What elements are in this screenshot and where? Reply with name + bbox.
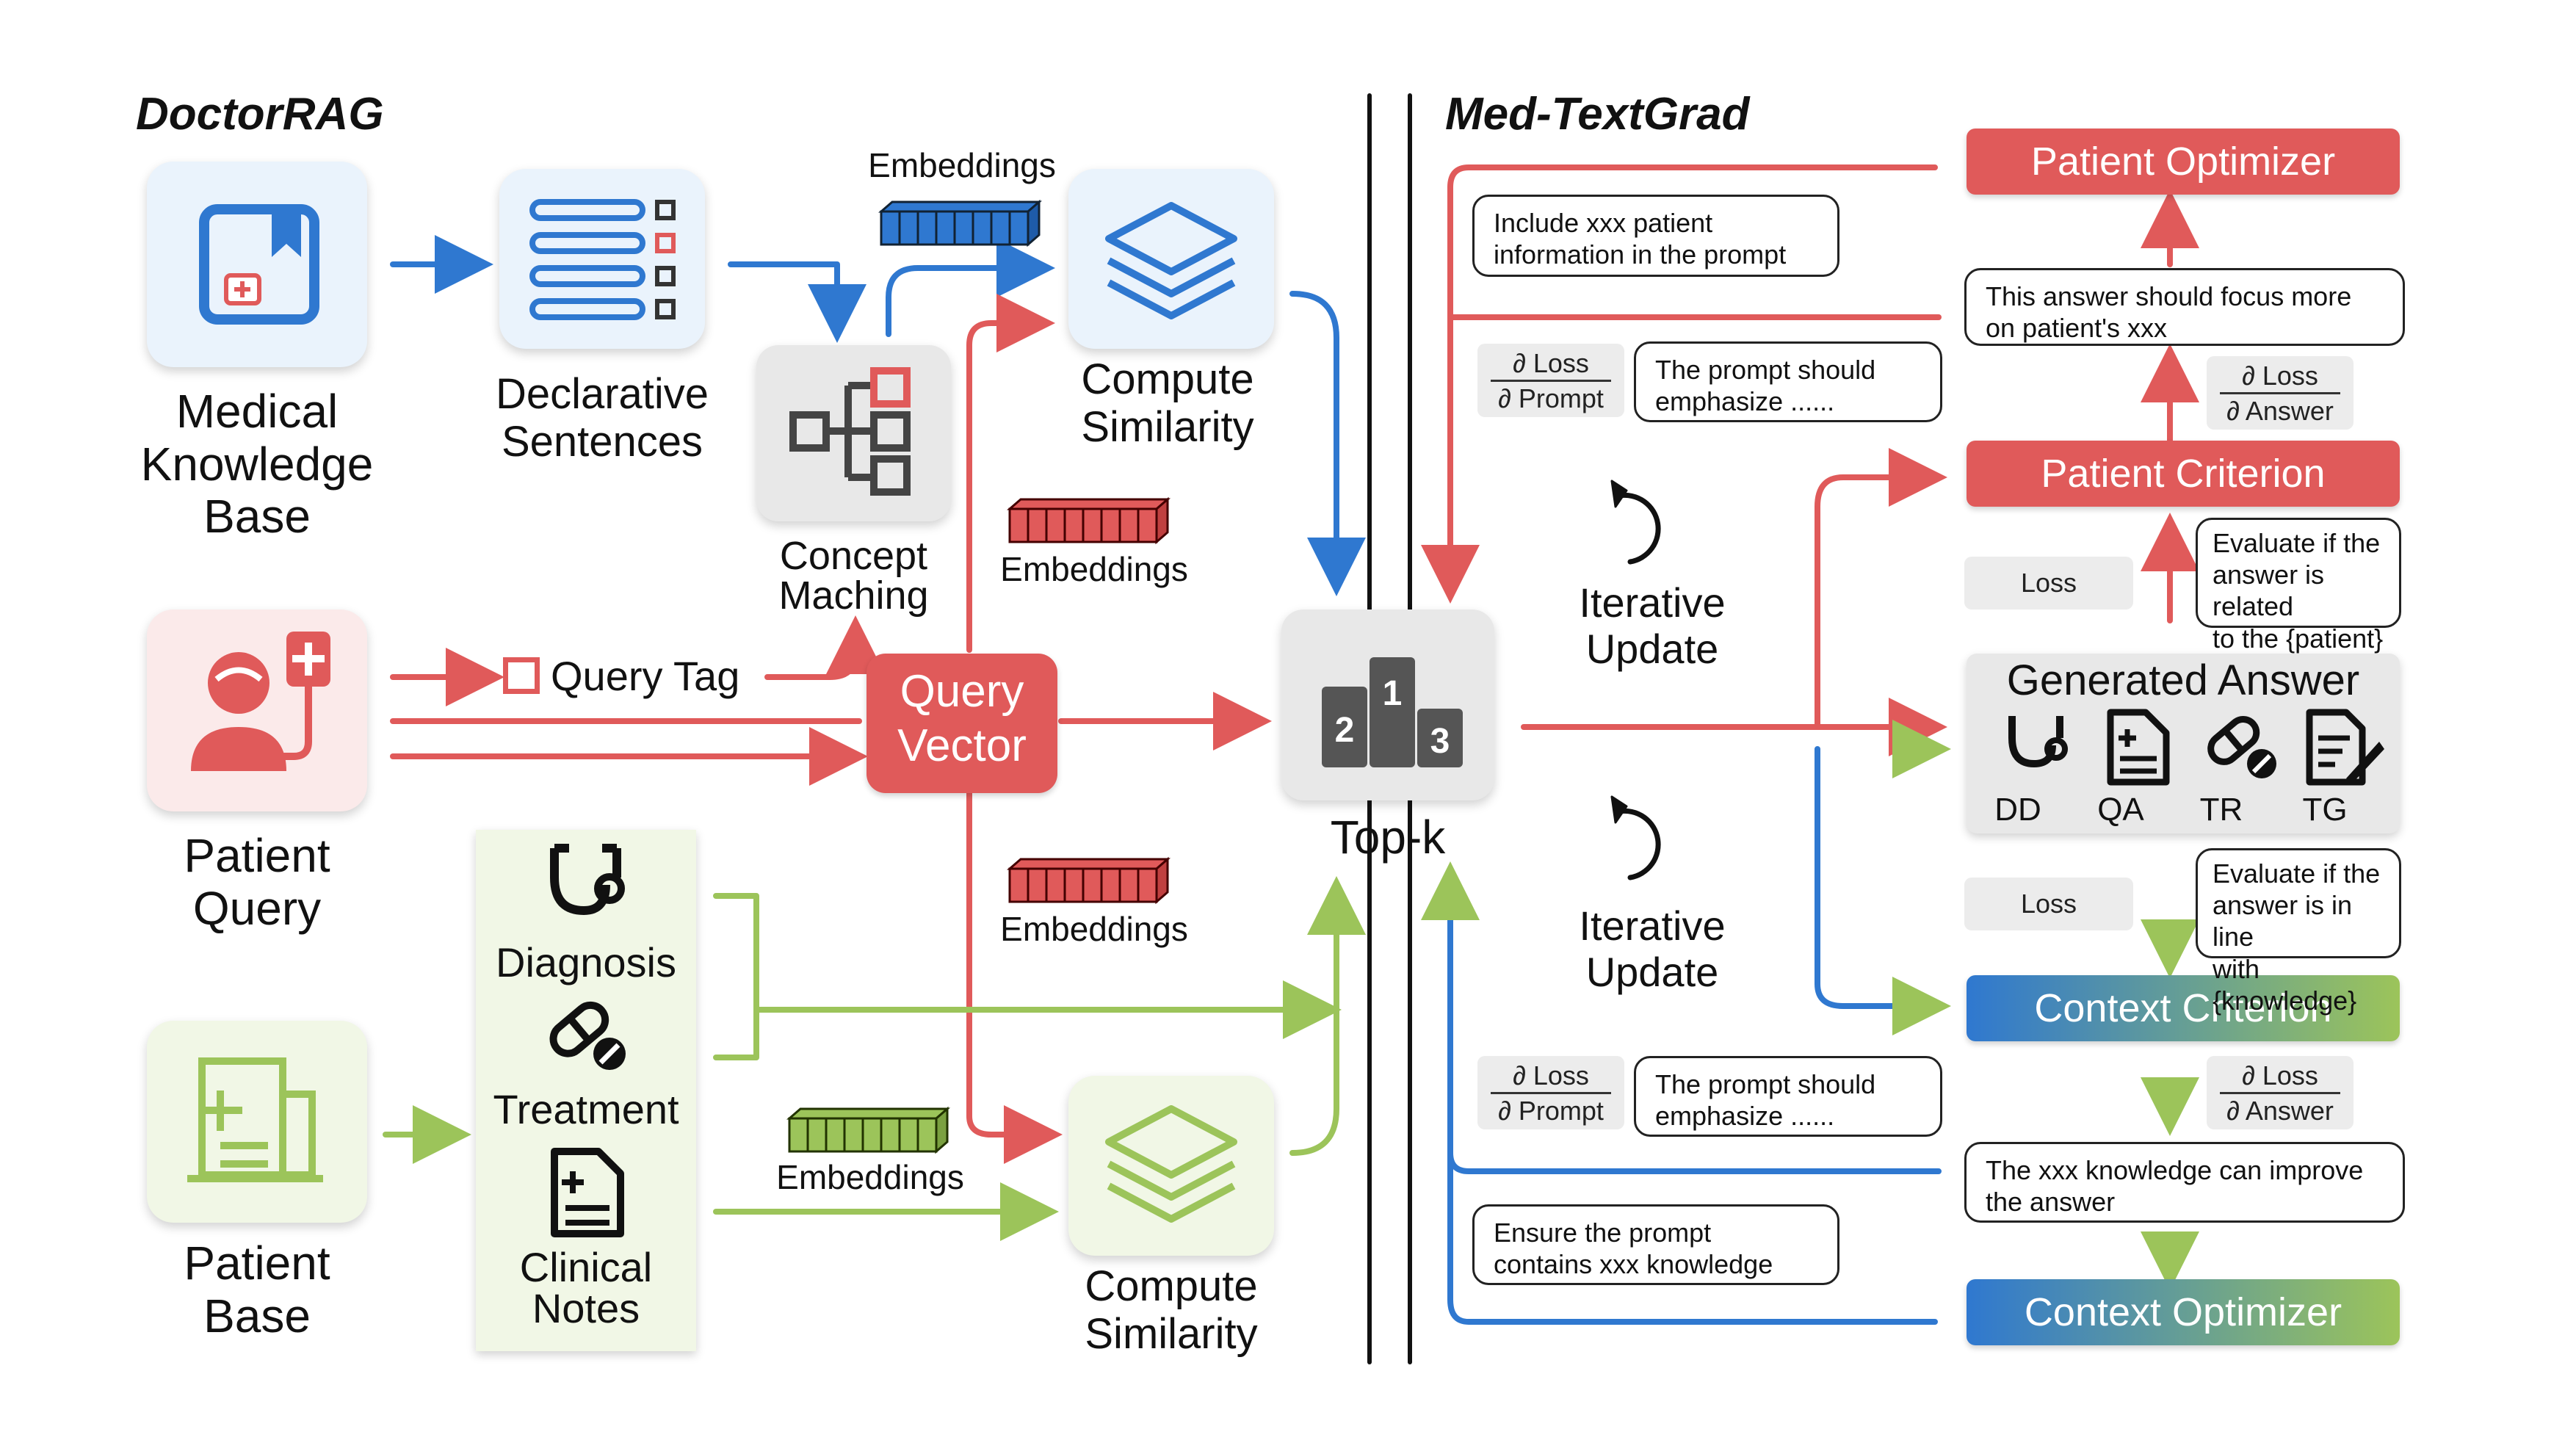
stethoscope-icon xyxy=(550,844,625,916)
arrow-vector-down xyxy=(966,790,1063,1164)
task-qa: QA xyxy=(2097,792,2144,828)
topk-tile: 2 1 3 xyxy=(1281,610,1494,800)
svg-text:3: 3 xyxy=(1430,722,1450,761)
patient-criterion-box: Patient Criterion xyxy=(1967,441,2400,507)
generated-answer-panel xyxy=(1967,654,2400,833)
iterative-arrow-top xyxy=(1616,492,1661,565)
embeddings-top-label: Embeddings xyxy=(868,146,1056,184)
concept-label: Concept Maching xyxy=(778,534,929,618)
embeddings-bottom-label: Embeddings xyxy=(776,1158,964,1196)
medical-kb-label: Medical Knowledge Base xyxy=(140,385,374,543)
arrow-compute2-to-topk xyxy=(1289,876,1366,1156)
embedding-bar-red-bottom xyxy=(1006,856,1171,905)
patient-optimizer-box: Patient Optimizer xyxy=(1967,129,2400,195)
pills-icon xyxy=(549,1001,626,1070)
embeddings-low-label: Embeddings xyxy=(1000,910,1188,948)
iterative-arrow-bottom xyxy=(1616,808,1661,880)
arrow-tag-to-concept xyxy=(764,615,885,680)
patient-icon xyxy=(191,632,330,771)
concept-tile xyxy=(756,345,951,521)
medical-kb-tile xyxy=(147,162,367,367)
patient-base-label: Patient Base xyxy=(184,1237,330,1342)
bubble-ensure-knowledge: Ensure the prompt contains xxx knowledge xyxy=(1472,1204,1839,1285)
svg-text:1: 1 xyxy=(1383,674,1403,713)
grad-loss-prompt-top: ∂ Loss ∂ Prompt xyxy=(1477,344,1624,417)
patient-query-label: Patient Query xyxy=(184,829,330,935)
iterative-update-top: Iterative Update xyxy=(1579,579,1726,672)
stethoscope-icon xyxy=(2008,716,2068,768)
arrow-to-patient-criterion xyxy=(1815,448,1947,730)
grad-loss-prompt-bottom: ∂ Loss ∂ Prompt xyxy=(1477,1056,1624,1129)
patient-record-icon xyxy=(187,1057,323,1182)
embedding-bar-red-top xyxy=(1006,496,1171,545)
hierarchy-icon xyxy=(789,367,911,496)
svg-text:2: 2 xyxy=(1335,711,1355,750)
iterative-update-bottom: Iterative Update xyxy=(1579,903,1726,995)
bubble-emphasize-bottom: The prompt should emphasize ...... xyxy=(1634,1056,1942,1137)
bracket-patientbase xyxy=(713,893,759,1060)
bubble-include-patient: Include xxx patient information in the p… xyxy=(1472,195,1839,277)
bubble-eval-knowledge: Evaluate if the answer is in line with {… xyxy=(2196,848,2401,1016)
declarative-label: Declarative Sentences xyxy=(495,370,709,466)
loss-box-bottom: Loss xyxy=(1964,878,2133,930)
layers-icon xyxy=(1105,1105,1237,1223)
patient-query-tile xyxy=(147,610,367,811)
task-dd: DD xyxy=(1994,792,2041,828)
compute-bottom-label: Compute Similarity xyxy=(1085,1262,1258,1358)
bubble-focus-patient: This answer should focus more on patient… xyxy=(1964,268,2405,346)
podium-icon: 2 1 3 xyxy=(1322,657,1463,767)
patient-base-tile xyxy=(147,1021,367,1223)
context-optimizer-box: Context Optimizer xyxy=(1967,1279,2400,1345)
arrow-context-optimizer-to-topk xyxy=(1447,893,1938,1325)
embedding-bar-blue xyxy=(878,199,1043,247)
pills-icon xyxy=(2207,716,2276,778)
compute-bottom-tile xyxy=(1068,1076,1274,1256)
compute-top-tile xyxy=(1068,169,1274,349)
topk-label: Top-k xyxy=(1330,811,1446,864)
clinical-notes-icon xyxy=(551,1148,624,1237)
generated-answer-title: Generated Answer xyxy=(2006,657,2360,704)
compute-top-label: Compute Similarity xyxy=(1081,355,1254,451)
bubble-knowledge-improve: The xxx knowledge can improve the answer xyxy=(1964,1142,2405,1223)
arrow-sentences-to-concept xyxy=(728,261,866,343)
bubble-emphasize-top: The prompt should emphasize ...... xyxy=(1634,341,1942,422)
report-pen-icon xyxy=(2306,709,2384,786)
patient-base-panel xyxy=(476,830,696,1351)
loss-box-top: Loss xyxy=(1964,557,2133,610)
diagnosis-label: Diagnosis xyxy=(496,939,676,985)
embedding-bar-green xyxy=(786,1106,951,1154)
arrow-optimizer-to-topk xyxy=(1421,164,1938,604)
layers-icon xyxy=(1105,202,1237,319)
task-tg: TG xyxy=(2302,792,2348,828)
embeddings-mid-label: Embeddings xyxy=(1000,550,1188,588)
query-vector-box: Query Vector xyxy=(866,654,1057,793)
task-tr: TR xyxy=(2199,792,2243,828)
grad-loss-answer-top: ∂ Loss ∂ Answer xyxy=(2207,356,2354,430)
arrow-concept-to-compute xyxy=(886,239,1055,337)
query-tag-square xyxy=(503,657,540,694)
bubble-eval-patient: Evaluate if the answer is related to the… xyxy=(2196,518,2401,654)
doctorrag-title: DoctorRAG xyxy=(136,89,384,140)
list-icon xyxy=(529,199,676,320)
book-icon xyxy=(199,204,319,325)
declarative-tile xyxy=(499,169,705,349)
arrow-vector-up xyxy=(966,294,1055,653)
arrow-to-context-criterion xyxy=(1815,746,1927,1009)
context-criterion-box: Context Criterion xyxy=(1967,975,2400,1041)
treatment-label: Treatment xyxy=(493,1086,679,1132)
arrow-compute-to-topk xyxy=(1289,291,1366,596)
qa-document-icon xyxy=(2107,709,2170,786)
grad-loss-answer-bottom: ∂ Loss ∂ Answer xyxy=(2207,1056,2354,1129)
medtextgrad-title: Med-TextGrad xyxy=(1445,89,1750,140)
query-tag-label: Query Tag xyxy=(551,653,740,699)
clinical-notes-label: Clinical Notes xyxy=(519,1244,653,1331)
